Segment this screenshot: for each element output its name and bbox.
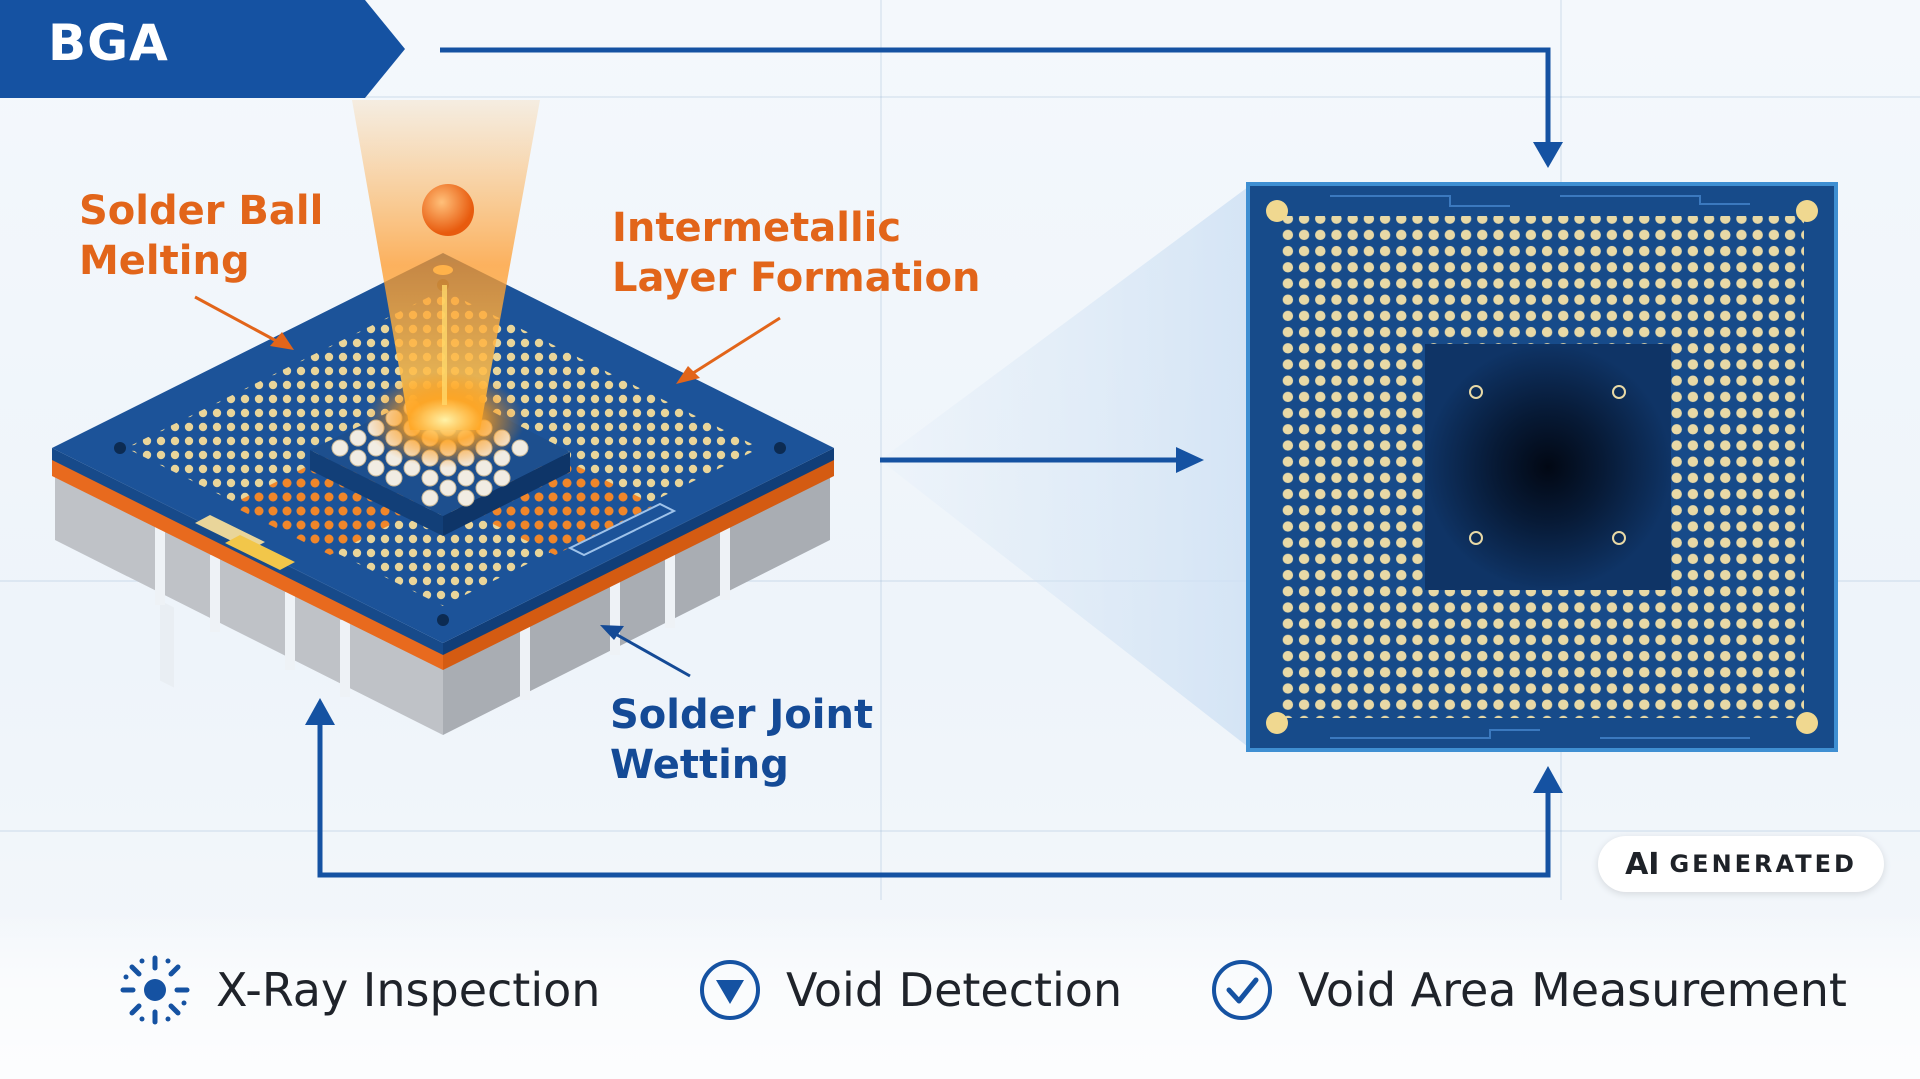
grid-line: [0, 96, 1920, 98]
magnification-cone: [880, 184, 1252, 750]
legend-strip: [0, 912, 1920, 1079]
arrow-head: [1533, 766, 1563, 793]
legend-item-void-area-measurement: Void Area Measurement: [1210, 950, 1847, 1030]
badge-ai-text: AI: [1625, 846, 1660, 882]
melt-glow: [365, 372, 525, 468]
label-solder-ball-melting: Solder Ball Melting: [79, 188, 324, 284]
grid-line: [0, 580, 1920, 582]
legend-item-x-ray-inspection: X-Ray Inspection: [118, 950, 600, 1030]
label-solder-joint-wetting: Solder Joint Wetting: [610, 692, 874, 788]
check-circle-icon: [1212, 960, 1272, 1020]
bga-package-isometric: [52, 100, 834, 735]
legend-label: Void Detection: [786, 963, 1123, 1017]
badge-generated-text: GENERATED: [1669, 850, 1857, 878]
x-ray-burst-icon: [120, 955, 190, 1025]
grid-line: [880, 0, 882, 900]
legend-item-void-detection: Void Detection: [698, 950, 1122, 1030]
ai-generated-badge: AI GENERATED: [1598, 836, 1884, 892]
void-region: [1425, 344, 1671, 590]
triangle-circle-icon: [700, 960, 760, 1020]
solder-ball: [422, 184, 474, 236]
grid-line: [0, 830, 1920, 832]
title-banner: BGA: [0, 0, 405, 98]
legend-label: X-Ray Inspection: [216, 963, 601, 1017]
arrow-head: [1533, 142, 1563, 168]
arrow-head: [1176, 447, 1204, 473]
legend-label: Void Area Measurement: [1298, 963, 1847, 1017]
page-title: BGA: [48, 14, 169, 72]
arrow-head: [305, 698, 335, 725]
heat-beam: [352, 100, 540, 430]
xray-board: [1246, 182, 1838, 752]
label-intermetallic-layer-formation: Intermetallic Layer Formation: [612, 205, 981, 301]
